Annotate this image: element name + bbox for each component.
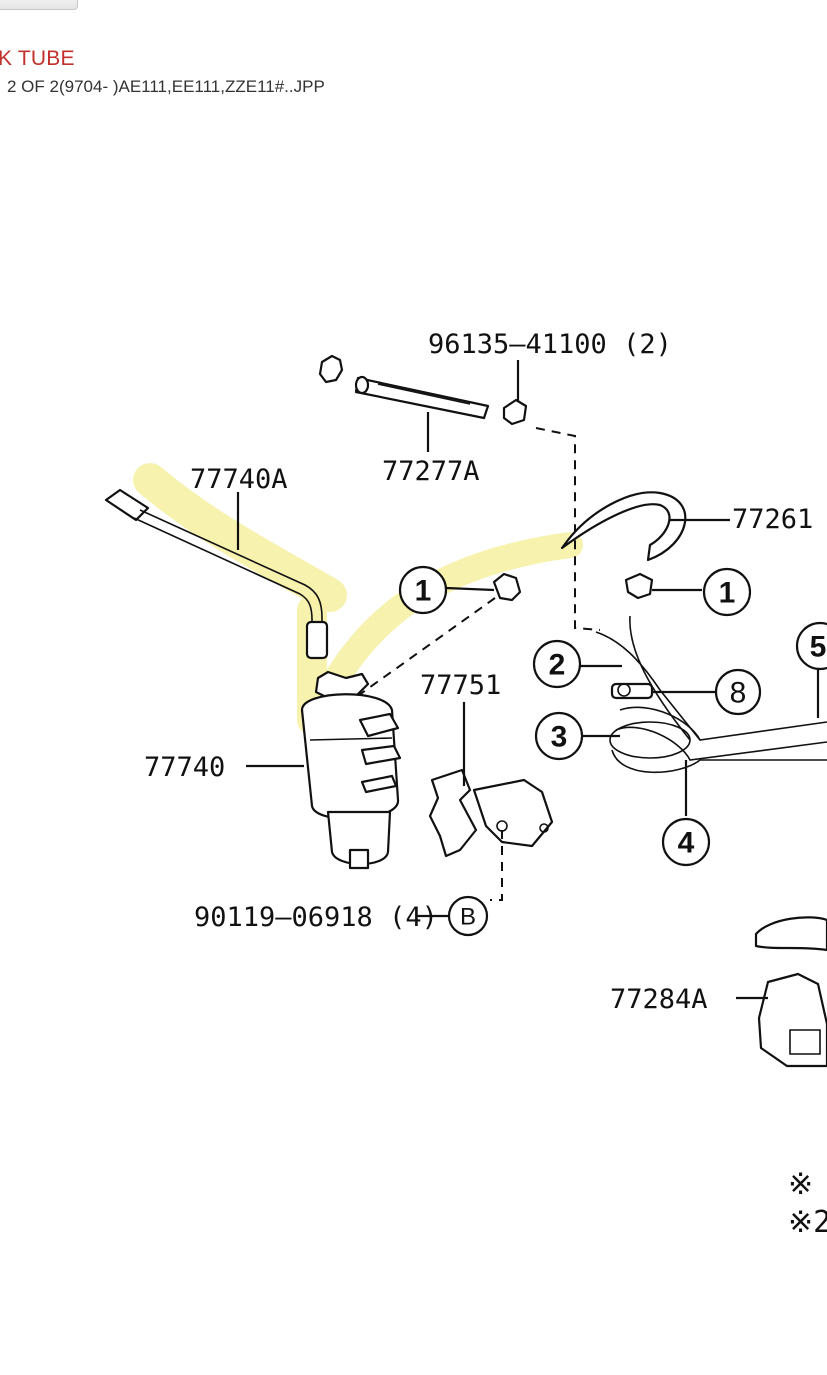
- callout-4: 4: [661, 817, 711, 867]
- label-77740: 77740: [144, 752, 225, 783]
- clip-left: [318, 354, 344, 384]
- callout-2: 2: [532, 639, 582, 689]
- page-title: K TUBE: [0, 47, 75, 70]
- svg-text:8: 8: [730, 677, 747, 710]
- note-2: ※2: [788, 1205, 827, 1240]
- bracket-77751: [428, 768, 554, 858]
- page-subtitle: 2 OF 2(9704- )AE111,EE111,ZZE11#..JPP: [7, 77, 325, 96]
- label-96135-41100: 96135–41100 (2): [428, 329, 672, 360]
- label-77284a: 77284A: [610, 984, 708, 1015]
- label-77740a: 77740A: [190, 464, 288, 495]
- callout-5: 5: [795, 621, 827, 671]
- label-77261: 77261: [732, 504, 813, 535]
- svg-text:5: 5: [810, 631, 827, 664]
- label-77277a: 77277A: [382, 456, 480, 487]
- washer-motor-77740: [300, 670, 402, 870]
- note-1: ※: [788, 1167, 813, 1202]
- tube-77740a: [104, 488, 329, 660]
- svg-text:1: 1: [415, 575, 432, 608]
- hose-77261: [560, 491, 687, 562]
- svg-text:1: 1: [719, 577, 736, 610]
- callout-1-right: 1: [702, 567, 752, 617]
- callout-8: 8: [714, 668, 762, 716]
- tube-assembly: [595, 615, 827, 774]
- part-77284a: [754, 916, 827, 1068]
- clip-right: [502, 398, 528, 426]
- callout-1-left: 1: [398, 565, 448, 615]
- callout-3: 3: [534, 711, 584, 761]
- tube-77277a: [354, 375, 490, 420]
- svg-text:4: 4: [678, 827, 695, 860]
- svg-text:3: 3: [551, 721, 568, 754]
- label-90119-06918: 90119–06918 (4): [194, 902, 438, 933]
- svg-text:2: 2: [549, 649, 566, 682]
- label-77751: 77751: [420, 670, 501, 701]
- top-button-stub[interactable]: [0, 0, 78, 10]
- svg-text:B: B: [460, 904, 476, 931]
- callout-b: B: [447, 895, 489, 937]
